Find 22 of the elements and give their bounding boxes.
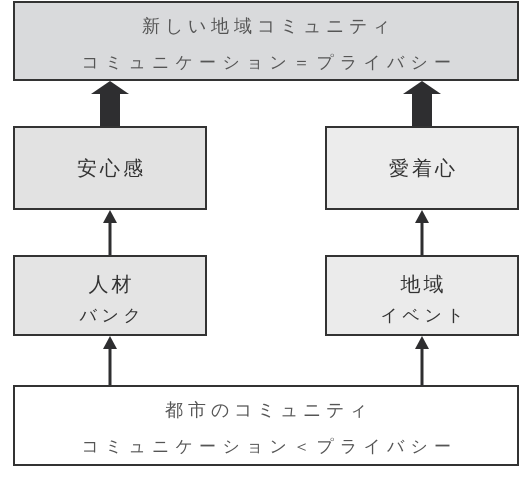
arrow xyxy=(103,336,117,385)
box-label: 都市のコミュニティ xyxy=(164,399,372,423)
concept-box xyxy=(325,126,519,210)
block-arrow xyxy=(91,81,129,126)
box-label: バンク xyxy=(78,304,146,328)
concept-box xyxy=(13,126,207,210)
box-label: コミュニケーション＝プライバシー xyxy=(80,52,458,74)
concept-box xyxy=(325,255,519,336)
block-arrow xyxy=(403,81,441,126)
box-label: 新しい地域コミュニティ xyxy=(141,14,395,38)
box-label: 地域 xyxy=(400,270,446,298)
box-label: コミュニケーション＜プライバシー xyxy=(80,436,458,459)
concept-box xyxy=(13,255,207,336)
box-label: イベント xyxy=(380,304,468,328)
arrow xyxy=(415,336,429,385)
box-label: 人材 xyxy=(88,270,134,298)
concept-box xyxy=(13,1,519,81)
box-label: 安心感 xyxy=(76,155,146,182)
arrow xyxy=(415,210,429,255)
arrow xyxy=(103,210,117,255)
box-label: 愛着心 xyxy=(388,155,458,182)
concept-box xyxy=(13,385,519,466)
